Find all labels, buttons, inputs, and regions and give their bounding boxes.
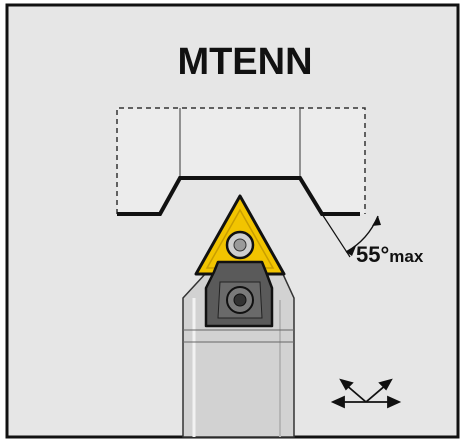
workpiece <box>116 107 366 216</box>
clamp <box>204 260 274 328</box>
angle-value: 55° <box>356 242 389 267</box>
feed-direction-arrows-icon <box>330 378 402 409</box>
angle-label: 55°max <box>356 242 424 267</box>
angle-annotation <box>321 213 381 258</box>
angle-suffix: max <box>389 247 424 266</box>
diagram-title: MTENN <box>177 41 312 83</box>
